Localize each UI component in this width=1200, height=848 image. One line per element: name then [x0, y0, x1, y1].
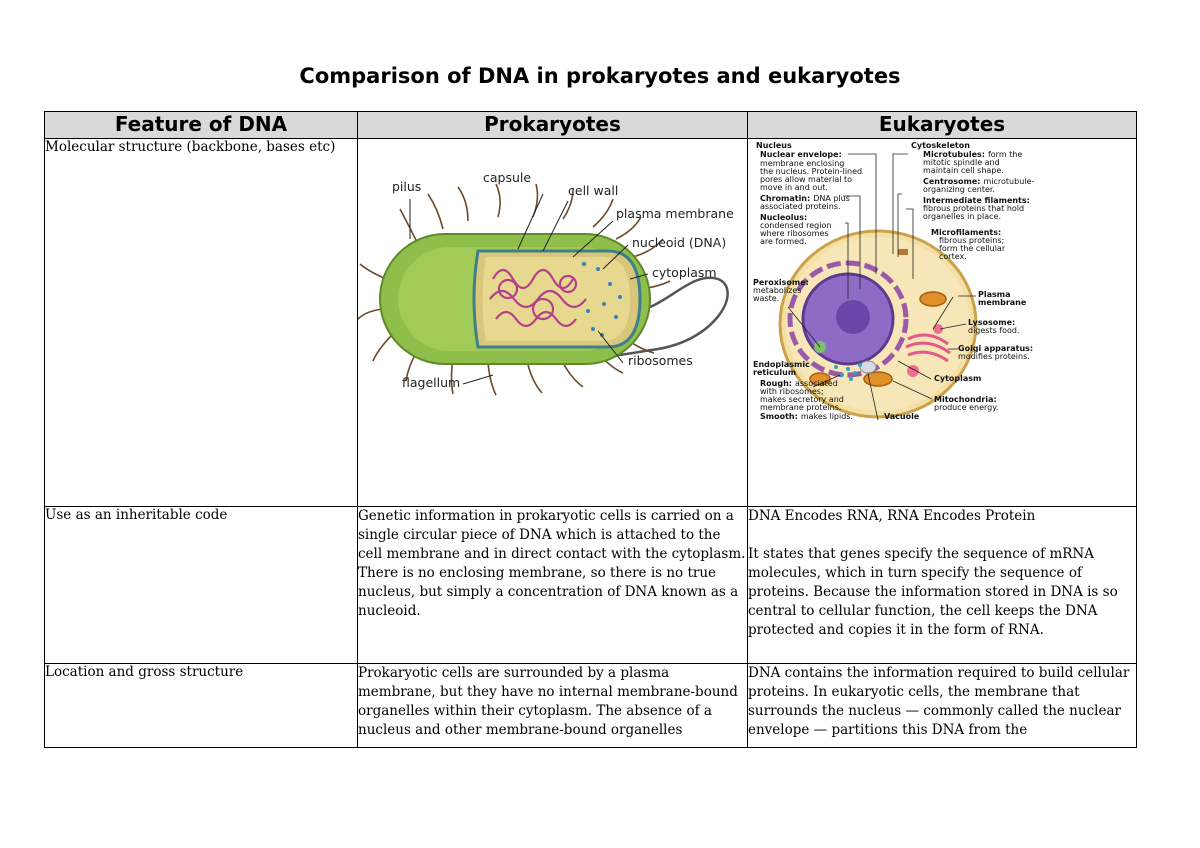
- vacuole-shape: [859, 360, 877, 374]
- leader-lines: [787, 153, 976, 421]
- centrosome-shape: [898, 249, 908, 255]
- desc-nuclear-envelope-2: the nucleus. Protein-lined: [760, 167, 862, 176]
- ribosome-dots: [834, 363, 862, 381]
- prokaryotes-text: Prokaryotic cells are surrounded by a pl…: [358, 665, 738, 738]
- desc-nucleolus-2: where ribosomes: [760, 229, 829, 238]
- nucleolus-shape: [836, 300, 870, 334]
- label-plasma-membrane: plasma membrane: [616, 206, 734, 221]
- table-header-row: Feature of DNA Prokaryotes Eukaryotes: [44, 111, 1137, 139]
- header-prokaryotes: Prokaryotes: [357, 111, 748, 139]
- label-cytoplasm: cytoplasm: [652, 265, 717, 280]
- lysosome-shape: [933, 324, 943, 334]
- desc-peroxisome-2: waste.: [753, 294, 779, 303]
- desc-centrosome-2: organizing center.: [923, 185, 995, 194]
- desc-nuclear-envelope-4: move in and out.: [760, 183, 828, 192]
- desc-rough-3: makes secretory and: [760, 395, 844, 404]
- feature-cell: Use as an inheritable code: [44, 506, 358, 664]
- desc-microtubules-2: mitotic spindle and: [923, 158, 1000, 167]
- eukaryote-diagram-cell: Nucleus Nuclear envelope: membrane enclo…: [747, 138, 1137, 507]
- desc-lysosome: digests food.: [968, 326, 1020, 335]
- label-vacuole: Vacuole: [884, 412, 920, 421]
- ribosomes-dots: [582, 262, 622, 337]
- label-chromatin: Chromatin:DNA plus: [760, 194, 850, 203]
- prokaryote-diagram-cell: pilus capsule cell wall plasma membrane …: [357, 138, 748, 507]
- label-flagellum: flagellum: [402, 375, 460, 390]
- label-cytoplasm: Cytoplasm: [934, 374, 981, 383]
- mitochondrion-shape: [863, 371, 893, 387]
- cytoplasm-shape: [482, 257, 630, 341]
- feature-cell: Molecular structure (backbone, bases etc…: [44, 138, 358, 507]
- leader-lines: [409, 193, 649, 385]
- eukaryotes-text-heading: DNA Encodes RNA, RNA Encodes Protein: [748, 508, 1036, 524]
- label-microtubules: Microtubules:form the: [923, 150, 1022, 159]
- label-plasma-membrane-1: Plasma: [978, 290, 1011, 299]
- prokaryote-cell-diagram: pilus capsule cell wall plasma membrane …: [357, 170, 734, 396]
- label-nucleus: Nucleus: [756, 141, 792, 150]
- desc-chromatin-2: associated proteins.: [760, 202, 840, 211]
- desc-microtubules-3: maintain cell shape.: [923, 166, 1004, 175]
- label-lysosome: Lysosome:: [968, 318, 1015, 327]
- desc-rough-4: membrane proteins.: [760, 403, 841, 412]
- desc-intermediate-1: fibrous proteins that hold: [923, 204, 1024, 213]
- eukaryotes-text: DNA contains the information required to…: [748, 665, 1130, 738]
- label-er-1: Endoplasmic: [753, 360, 810, 369]
- label-er-2: reticulum: [753, 368, 796, 377]
- eukaryotes-cell: DNA contains the information required to…: [747, 663, 1137, 748]
- label-ribosomes: ribosomes: [628, 353, 693, 368]
- desc-microfilaments-3: cortex.: [939, 252, 967, 261]
- desc-nucleolus-1: condensed region: [760, 221, 831, 230]
- desc-nuclear-envelope-1: membrane enclosing: [760, 159, 844, 168]
- label-nucleoid: nucleoid (DNA): [632, 235, 726, 250]
- prokaryotes-text: Genetic information in prokaryotic cells…: [358, 508, 746, 619]
- label-centrosome: Centrosome:microtubule-: [923, 177, 1034, 186]
- table-row: Location and gross structure Prokaryotic…: [44, 663, 1137, 748]
- desc-golgi: modifies proteins.: [958, 352, 1030, 361]
- label-mitochondria: Mitochondria:: [934, 395, 997, 404]
- page-title: Comparison of DNA in prokaryotes and euk…: [299, 64, 901, 88]
- desc-microfilaments-1: fibrous proteins;: [939, 236, 1004, 245]
- label-nucleolus: Nucleolus:: [760, 213, 807, 222]
- desc-nuclear-envelope-3: pores allow material to: [760, 175, 852, 184]
- desc-nucleolus-3: are formed.: [760, 237, 807, 246]
- label-microfilaments: Microfilaments:: [931, 228, 1001, 237]
- eukaryote-cell-diagram: Nucleus Nuclear envelope: membrane enclo…: [753, 141, 1034, 421]
- label-rough-er: Rough:associated: [760, 379, 838, 388]
- label-capsule: capsule: [483, 170, 531, 185]
- desc-rough-2: with ribosomes;: [760, 387, 824, 396]
- prokaryotes-cell: Genetic information in prokaryotic cells…: [357, 506, 748, 664]
- eukaryotes-cell: DNA Encodes RNA, RNA Encodes Protein It …: [747, 506, 1137, 664]
- label-cytoskeleton: Cytoskeleton: [911, 141, 970, 150]
- desc-peroxisome-1: metabolizes: [753, 286, 801, 295]
- label-plasma-membrane-2: membrane: [978, 298, 1027, 307]
- comparison-table: Feature of DNA Prokaryotes Eukaryotes Mo…: [44, 111, 1137, 748]
- prokaryotes-cell: Prokaryotic cells are surrounded by a pl…: [357, 663, 748, 748]
- golgi-shape: [905, 333, 951, 363]
- desc-intermediate-2: organelles in place.: [923, 212, 1001, 221]
- label-intermediate-filaments: Intermediate filaments:: [923, 196, 1030, 205]
- label-cell-wall: cell wall: [568, 183, 618, 198]
- label-nuclear-envelope: Nuclear envelope:: [760, 150, 842, 159]
- label-smooth-er: Smooth:makes lipids.: [760, 412, 853, 421]
- header-eukaryotes: Eukaryotes: [747, 111, 1137, 139]
- nucleoid-dna: [489, 268, 587, 328]
- eukaryotes-text-body: It states that genes specify the sequenc…: [748, 546, 1118, 638]
- label-peroxisome: Peroxisome:: [753, 278, 809, 287]
- table-row: Molecular structure (backbone, bases etc…: [44, 138, 1137, 507]
- feature-cell: Location and gross structure: [44, 663, 358, 748]
- desc-mitochondria: produce energy.: [934, 403, 998, 412]
- label-pilus: pilus: [392, 179, 421, 194]
- table-row: Use as an inheritable code Genetic infor…: [44, 506, 1137, 664]
- label-golgi: Golgi apparatus:: [958, 344, 1033, 353]
- desc-microfilaments-2: form the cellular: [939, 244, 1006, 253]
- header-feature: Feature of DNA: [44, 111, 358, 139]
- mitochondrion-shape-2: [919, 291, 947, 307]
